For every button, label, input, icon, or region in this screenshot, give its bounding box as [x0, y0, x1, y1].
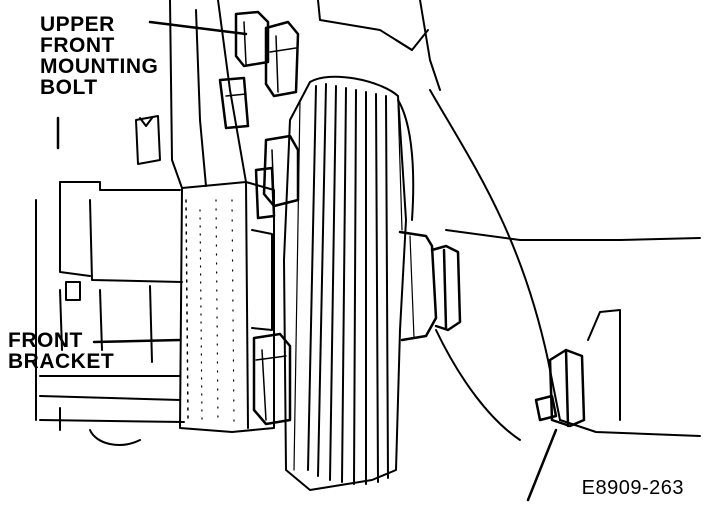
upper-label-line-4: BOLT — [40, 76, 98, 99]
front-bracket-line-1: FRONT — [8, 329, 83, 352]
callout-leaders — [56, 20, 248, 344]
upper-label-line-3: MOUNTING — [40, 55, 159, 78]
engine-block-lines — [35, 115, 185, 446]
crankshaft-pulley — [283, 75, 415, 491]
front-mounting-bracket — [169, 0, 275, 433]
mounting-bolts — [218, 10, 300, 426]
front-bracket-label: FRONT BRACKET — [8, 330, 114, 372]
side-post — [526, 348, 586, 502]
engine-compartment-lines — [317, 0, 701, 441]
figure-id: E8909-263 — [581, 477, 684, 499]
upper-label-line-1: UPPER — [40, 13, 115, 36]
front-bracket-line-2: BRACKET — [8, 350, 115, 373]
pulley-hub — [398, 230, 462, 342]
upper-front-mounting-bolt-label: UPPER FRONT MOUNTING BOLT — [40, 14, 158, 98]
upper-label-line-2: FRONT — [40, 34, 115, 57]
